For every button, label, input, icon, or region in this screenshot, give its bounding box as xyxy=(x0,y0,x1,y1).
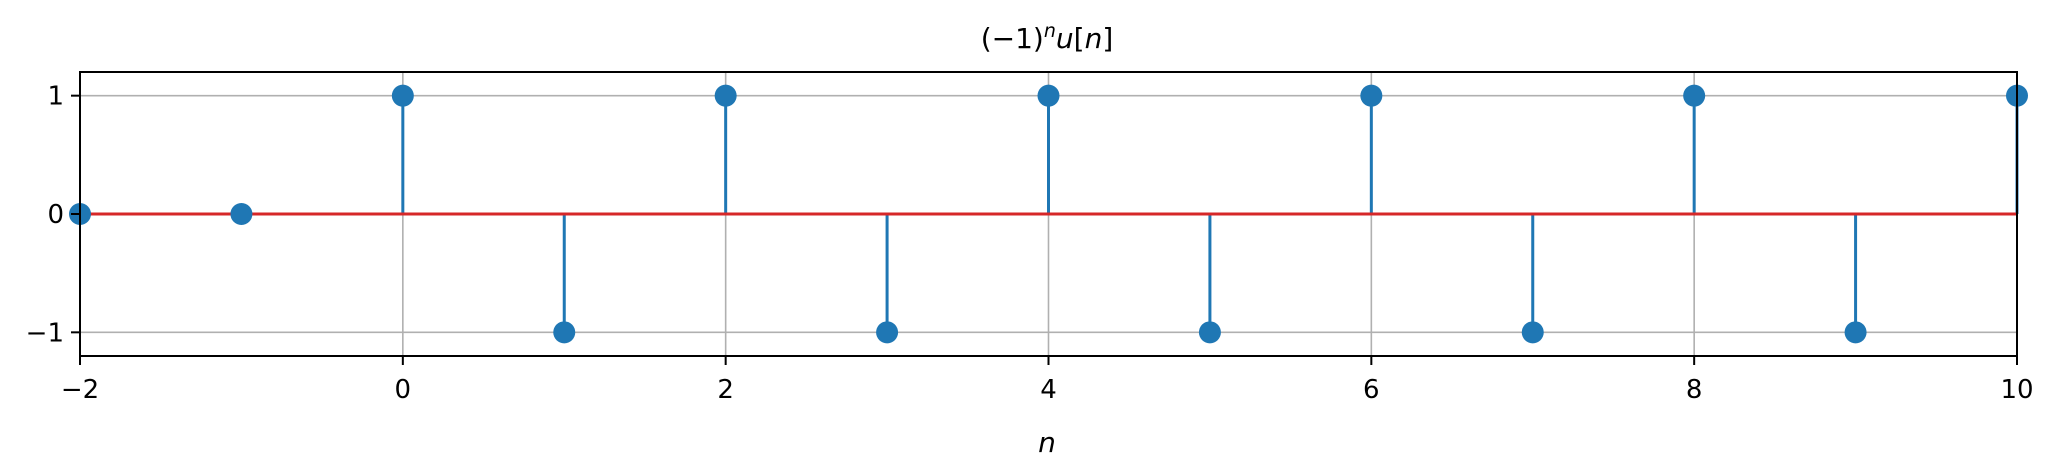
stem-marker xyxy=(1198,321,1221,344)
x-tick-label: 8 xyxy=(1686,375,1703,405)
x-ticks: −2 0 2 4 6 8 10 xyxy=(61,356,2034,405)
chart-title-bracket-open: [ xyxy=(1074,22,1085,55)
x-tick-label: 0 xyxy=(395,375,412,405)
chart-title-u: u xyxy=(1056,22,1074,55)
markers xyxy=(69,84,2028,344)
chart-title: (−1)nu[n] xyxy=(981,20,1114,55)
stem-marker xyxy=(1521,321,1544,344)
chart-title-bracket-close: ] xyxy=(1102,22,1113,55)
stem-marker xyxy=(876,321,899,344)
x-axis-label: n xyxy=(1038,426,1056,458)
stem-marker xyxy=(391,84,414,107)
stem-marker xyxy=(1683,84,1706,107)
stem-marker xyxy=(1360,84,1383,107)
x-tick-label: −2 xyxy=(61,375,99,405)
y-tick-label: 1 xyxy=(47,82,64,112)
stem-marker xyxy=(1037,84,1060,107)
chart-title-prefix: (−1) xyxy=(981,22,1044,55)
stem-marker xyxy=(230,203,253,225)
x-tick-label: 4 xyxy=(1040,375,1057,405)
chart-title-n: n xyxy=(1085,22,1103,55)
chart-title-superscript: n xyxy=(1044,20,1056,42)
stem-marker xyxy=(714,84,737,107)
stem-marker xyxy=(1844,321,1867,344)
y-tick-label: −1 xyxy=(26,318,64,348)
x-tick-label: 2 xyxy=(717,375,734,405)
stem-marker xyxy=(553,321,576,344)
y-ticks: 1 0 −1 xyxy=(26,82,80,348)
y-tick-label: 0 xyxy=(47,200,64,230)
x-tick-label: 6 xyxy=(1363,375,1380,405)
x-tick-label: 10 xyxy=(2000,375,2033,405)
